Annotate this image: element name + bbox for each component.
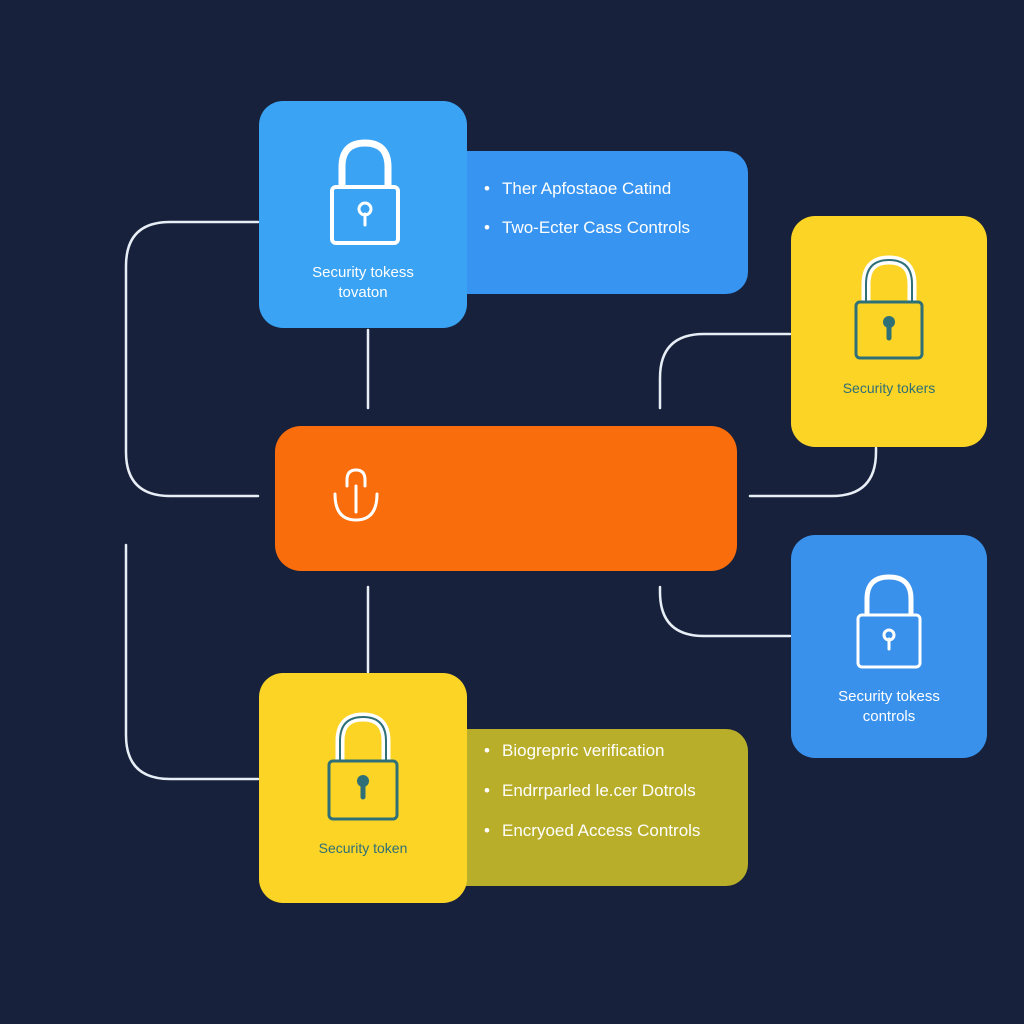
central-access-bar[interactable] [275, 426, 737, 571]
tile-label: Security token [318, 840, 408, 856]
list-item: Biogrepric verification [484, 741, 740, 761]
security-token-tile-right-top[interactable]: Security tokers [791, 216, 987, 447]
tile-label: Security tokers [842, 380, 936, 396]
security-token-tile-top-left[interactable]: Security tokess tovaton [259, 101, 467, 328]
tile-label: controls [862, 708, 916, 725]
tile-label: Security tokess [312, 264, 414, 281]
list-item: Two-Ecter Cass Controls [484, 218, 734, 238]
unlocked-shackle-icon [333, 468, 379, 522]
security-token-tile-right-bottom[interactable]: Security tokess controls [791, 535, 987, 758]
tile-label: tovaton [338, 284, 388, 301]
top-feature-panel: Ther Apfostaoe Catind Two-Ecter Cass Con… [440, 151, 748, 294]
bottom-feature-panel: Biogrepric verification Endrrparled le.c… [440, 729, 748, 886]
tile-label: Security tokess [838, 688, 940, 705]
bottom-feature-list: Biogrepric verification Endrrparled le.c… [484, 741, 740, 861]
padlock-icon [856, 574, 922, 669]
list-item: Endrrparled le.cer Dotrols [484, 781, 740, 801]
list-item: Encryoed Access Controls [484, 821, 740, 841]
padlock-icon [330, 139, 400, 245]
connector-left-top [124, 220, 260, 498]
padlock-icon [854, 255, 924, 360]
top-feature-list: Ther Apfostaoe Catind Two-Ecter Cass Con… [484, 179, 734, 257]
padlock-icon [327, 712, 399, 821]
list-item: Ther Apfostaoe Catind [484, 179, 734, 199]
security-token-tile-bottom-left[interactable]: Security token [259, 673, 467, 903]
connector-right-bottom [658, 585, 792, 638]
connector-right-middle [748, 446, 878, 498]
connector-left-bottom [124, 543, 260, 781]
connector-right-top [658, 332, 792, 410]
